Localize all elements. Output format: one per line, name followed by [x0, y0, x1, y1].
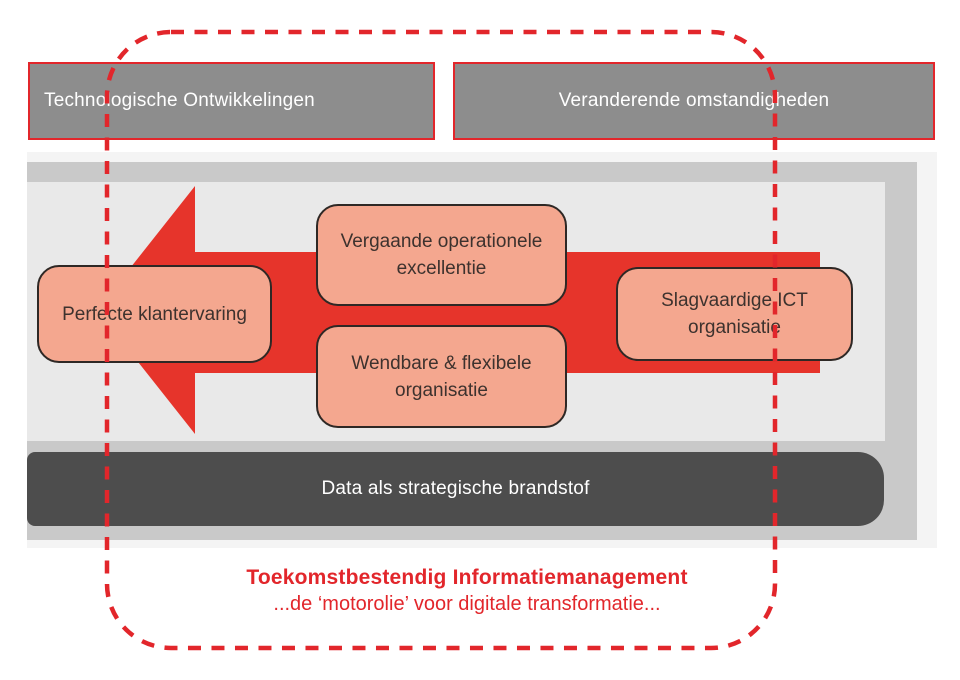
box-perfecte-klantervaring: Perfecte klantervaring — [37, 265, 272, 363]
databar-label: Data als strategische brandstof — [321, 478, 590, 499]
data-strategische-brandstof-bar: Data als strategische brandstof — [27, 452, 884, 526]
box-veranderende-omstandigheden: Veranderende omstandigheden — [453, 62, 935, 140]
box-wendbare-flexibele-organisatie: Wendbare & flexibele organisatie — [316, 325, 567, 428]
pill-label: Vergaande operationele excellentie — [340, 231, 543, 279]
box-slagvaardige-ict-organisatie: Slagvaardige ICT organisatie — [616, 267, 853, 361]
box-technologische-ontwikkelingen: Technologische Ontwikkelingen — [28, 62, 435, 140]
pill-label: Wendbare & flexibele organisatie — [351, 352, 532, 401]
footer-title: Toekomstbestendig Informatiemanagement — [246, 566, 688, 589]
box-veranderende-label: Veranderende omstandigheden — [558, 90, 830, 111]
pill-label: Slagvaardige ICT organisatie — [661, 290, 808, 338]
box-vergaande-operationele-excellentie: Vergaande operationele excellentie — [316, 204, 567, 306]
footer-subtitle: ...de ‘motorolie’ voor digitale transfor… — [273, 593, 661, 615]
box-technologische-label: Technologische Ontwikkelingen — [44, 90, 315, 111]
pill-label: Perfecte klantervaring — [62, 303, 247, 325]
